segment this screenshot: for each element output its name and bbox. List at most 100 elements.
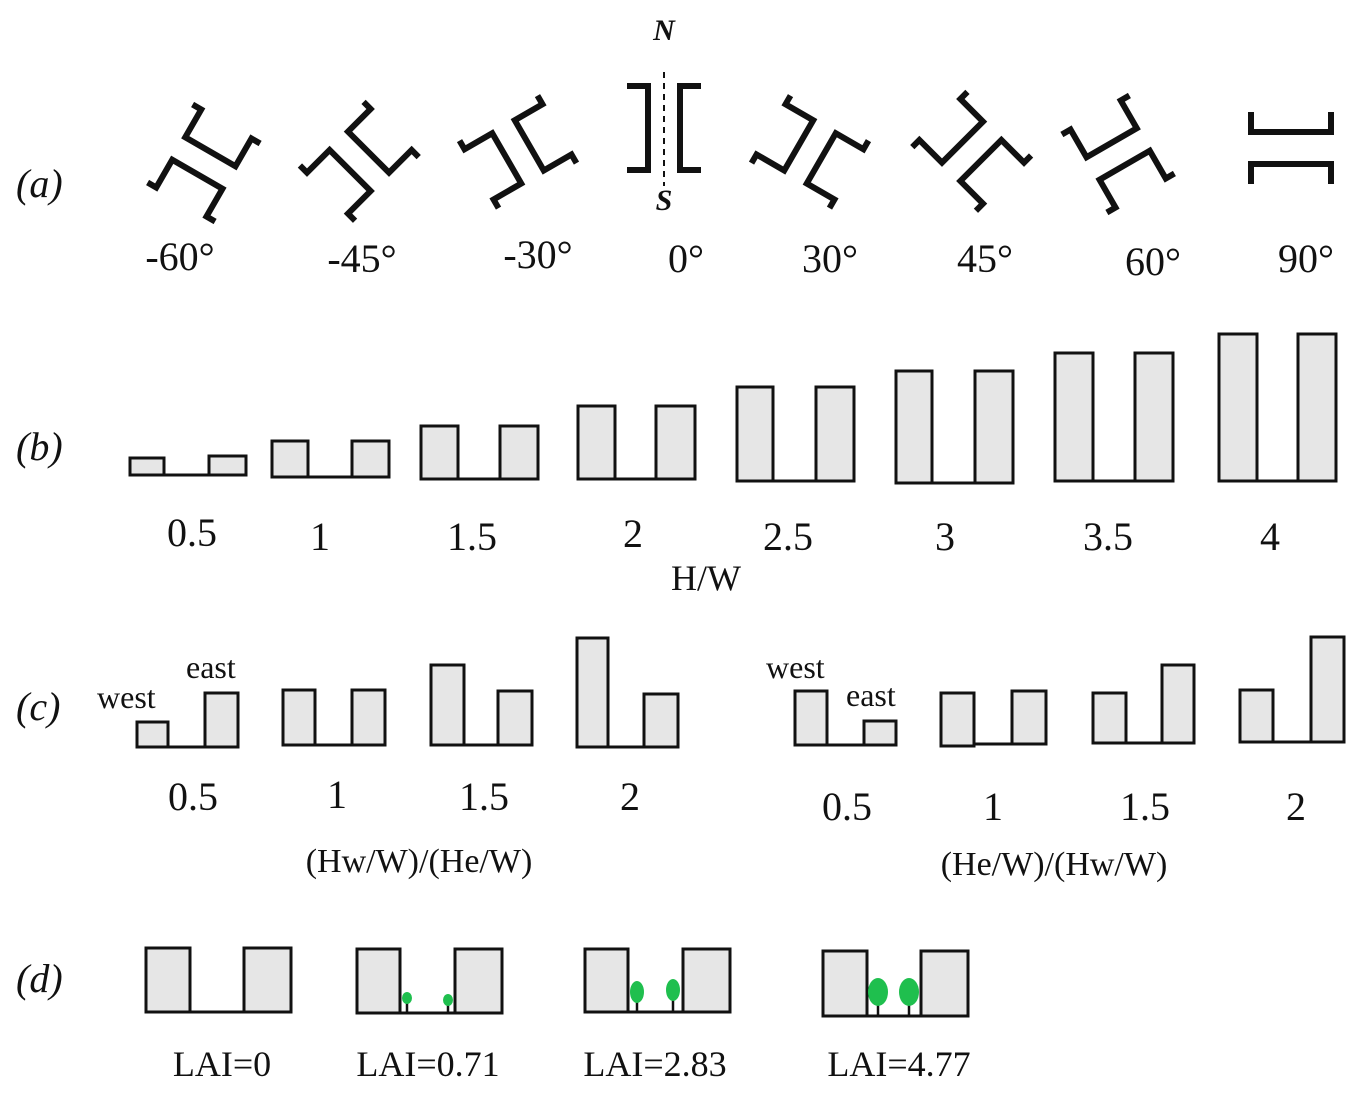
orientation-label: -60° bbox=[145, 234, 214, 279]
hw-ratio-label: 2 bbox=[623, 511, 643, 556]
west-building bbox=[583, 947, 630, 1014]
canyon-orientation-30 bbox=[748, 94, 872, 210]
orientation-label: -45° bbox=[327, 236, 396, 281]
west-building bbox=[429, 663, 466, 747]
canyon-hw-3 bbox=[894, 369, 1015, 485]
canyon-orientation-90 bbox=[1248, 112, 1334, 184]
asym-ratio-label: 1 bbox=[327, 772, 347, 817]
canyon-asym-west-1.5 bbox=[429, 663, 534, 747]
west-building bbox=[576, 404, 617, 481]
west-building bbox=[1053, 351, 1095, 483]
lai-label: LAI=0.71 bbox=[356, 1044, 499, 1084]
east-building bbox=[498, 424, 540, 481]
tree-icon bbox=[402, 992, 412, 1004]
canyon-hw-1.5 bbox=[419, 424, 540, 481]
hw-ratio-label: 4 bbox=[1260, 514, 1280, 559]
hw-ratio-label: 3 bbox=[935, 514, 955, 559]
west-building bbox=[1217, 332, 1259, 483]
canyon-asym-west-0.5 bbox=[135, 691, 240, 749]
east-building bbox=[1133, 351, 1175, 483]
asym-west-axis-label: (Hw/W)/(He/W) bbox=[306, 843, 533, 880]
east-building bbox=[681, 947, 732, 1014]
canyon-asym-west-2 bbox=[575, 636, 680, 749]
orientation-label: 90° bbox=[1278, 236, 1334, 281]
asym-ratio-label: 1.5 bbox=[459, 774, 509, 819]
east-building bbox=[919, 949, 970, 1018]
east-building bbox=[350, 439, 391, 479]
west-building bbox=[135, 720, 170, 749]
east-building bbox=[207, 454, 248, 477]
east-building bbox=[453, 947, 504, 1015]
east-building bbox=[862, 719, 898, 747]
canyon-orientation-45 bbox=[910, 89, 1034, 213]
asym-ratio-label: 0.5 bbox=[822, 784, 872, 829]
tree-icon bbox=[899, 978, 919, 1006]
canyon-lai-2.83 bbox=[583, 947, 732, 1014]
canyon-orientation--60 bbox=[146, 101, 262, 225]
west-building bbox=[793, 689, 829, 747]
lai-label: LAI=2.83 bbox=[583, 1044, 726, 1084]
east-building bbox=[1160, 663, 1196, 745]
hw-ratio-label: 1 bbox=[310, 514, 330, 559]
asym-ratio-label: 2 bbox=[620, 774, 640, 819]
east-building bbox=[1309, 635, 1346, 744]
canyon-asym-east-1 bbox=[939, 689, 1048, 748]
canyon-lai-4.77 bbox=[821, 949, 970, 1018]
panel-b-label: (b) bbox=[16, 424, 63, 469]
south-label: S bbox=[656, 184, 673, 217]
panel-a-label: (a) bbox=[16, 161, 63, 206]
canyon-hw-4 bbox=[1217, 332, 1338, 483]
asym-ratio-label: 0.5 bbox=[168, 774, 218, 819]
west-building bbox=[1091, 691, 1128, 745]
hw-ratio-label: 1.5 bbox=[447, 514, 497, 559]
tree-icon bbox=[443, 994, 453, 1006]
asym-ratio-label: 2 bbox=[1286, 784, 1306, 829]
orientation-label: 45° bbox=[957, 236, 1013, 281]
west-building bbox=[735, 385, 775, 483]
canyon-orientation--30 bbox=[456, 94, 580, 210]
canyon-asym-east-1.5 bbox=[1091, 663, 1196, 745]
canyon-asym-east-0.5 bbox=[793, 689, 898, 747]
tree-icon bbox=[630, 981, 644, 1003]
asym-ratio-label: 1.5 bbox=[1120, 784, 1170, 829]
orientation-label: 60° bbox=[1125, 239, 1181, 284]
east-building bbox=[496, 689, 534, 747]
east-building bbox=[1010, 689, 1048, 746]
canyon-lai-0.71 bbox=[355, 947, 504, 1015]
west-building bbox=[128, 456, 166, 477]
lai-label: LAI=4.77 bbox=[827, 1044, 970, 1084]
orientation-label: 0° bbox=[668, 236, 704, 281]
hw-axis-label: H/W bbox=[671, 558, 741, 598]
west-label: west bbox=[97, 679, 156, 715]
west-building bbox=[281, 688, 317, 747]
canyon-asym-east-2 bbox=[1238, 635, 1346, 744]
west-building bbox=[144, 946, 192, 1014]
west-building bbox=[821, 949, 869, 1018]
canyon-orientation--45 bbox=[297, 99, 421, 223]
west-building bbox=[575, 636, 610, 749]
west-building bbox=[1238, 688, 1275, 744]
east-building bbox=[203, 691, 240, 749]
west-building bbox=[419, 424, 460, 481]
east-building bbox=[973, 369, 1015, 485]
west-building bbox=[939, 691, 976, 748]
east-building bbox=[814, 385, 856, 483]
tree-icon bbox=[868, 978, 888, 1006]
hw-ratio-label: 0.5 bbox=[167, 510, 217, 555]
orientation-label: 30° bbox=[802, 236, 858, 281]
asym-ratio-label: 1 bbox=[983, 784, 1003, 829]
east-label: east bbox=[186, 649, 236, 685]
east-building bbox=[642, 692, 680, 749]
canyon-hw-2.5 bbox=[735, 385, 856, 483]
tree-icon bbox=[666, 979, 680, 1001]
canyon-lai-0 bbox=[144, 946, 293, 1014]
canyon-hw-1 bbox=[270, 439, 391, 479]
canyon-hw-0.5 bbox=[128, 454, 248, 477]
orientation-label: -30° bbox=[503, 232, 572, 277]
west-building bbox=[894, 369, 934, 485]
hw-ratio-label: 2.5 bbox=[763, 514, 813, 559]
east-building bbox=[1296, 332, 1338, 483]
canyon-asym-west-1 bbox=[281, 688, 387, 747]
west-label: west bbox=[766, 649, 825, 685]
